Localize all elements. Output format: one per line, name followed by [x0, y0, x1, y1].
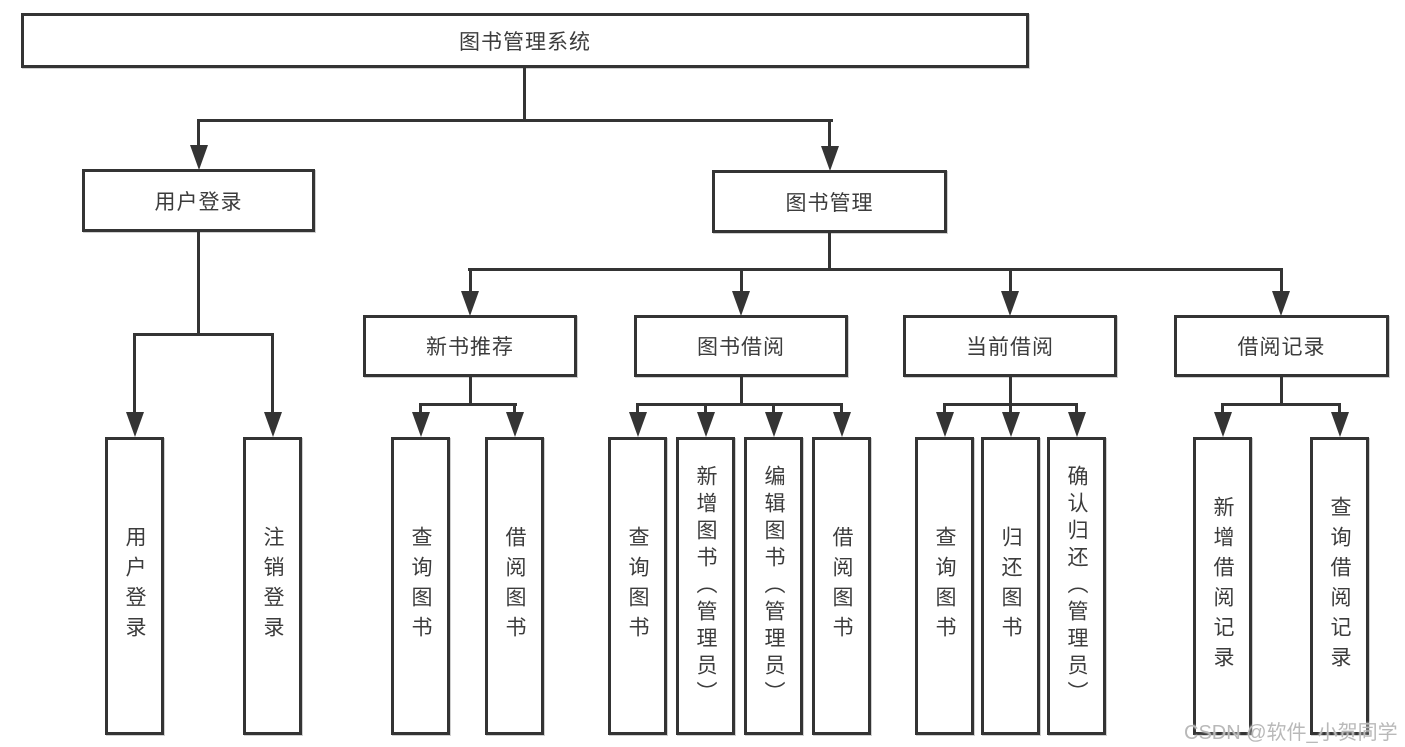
leaf-borrow-books: 借阅图书: [812, 437, 871, 735]
leaf-label: 用户登录: [123, 526, 146, 646]
connector-line: [1009, 377, 1012, 406]
connector-line: [1075, 405, 1078, 414]
leaf-borrow-books-recommend: 借阅图书: [485, 437, 544, 735]
connector-line: [419, 403, 517, 406]
leaf-label: 注销登录: [261, 526, 284, 646]
arrowhead-down-icon: [412, 412, 430, 437]
leaf-query-books-current: 查询图书: [915, 437, 974, 735]
connector-line: [133, 333, 274, 336]
leaf-user-login: 用户登录: [105, 437, 164, 735]
connector-line: [1221, 405, 1224, 414]
arrowhead-down-icon: [1272, 291, 1290, 316]
connector-line: [513, 405, 516, 414]
connector-line: [636, 405, 639, 414]
arrowhead-down-icon: [1001, 291, 1019, 316]
leaf-query-borrow-record: 查询借阅记录: [1310, 437, 1369, 735]
leaf-label: 确认归还（管理员）: [1065, 464, 1088, 708]
connector-line: [1009, 270, 1012, 293]
connector-line: [1009, 405, 1012, 414]
leaf-label: 新增借阅记录: [1211, 496, 1234, 676]
arrowhead-down-icon: [506, 412, 524, 437]
node-book-management: 图书管理: [712, 170, 947, 233]
connector-line: [468, 268, 1283, 271]
leaf-add-book-admin: 新增图书（管理员）: [676, 437, 735, 735]
connector-line: [943, 405, 946, 414]
connector-line: [133, 335, 136, 414]
leaf-query-books-borrow: 查询图书: [608, 437, 667, 735]
arrowhead-down-icon: [765, 412, 783, 437]
arrowhead-down-icon: [697, 412, 715, 437]
arrowhead-down-icon: [1214, 412, 1232, 437]
leaf-label: 查询借阅记录: [1328, 496, 1351, 676]
connector-line: [1280, 270, 1283, 293]
connector-line: [197, 121, 200, 148]
leaf-edit-book-admin: 编辑图书（管理员）: [744, 437, 803, 735]
node-borrow-records-label: 借阅记录: [1237, 336, 1326, 359]
node-book-borrow: 图书借阅: [634, 315, 848, 377]
leaf-query-books-recommend: 查询图书: [391, 437, 450, 735]
connector-line: [943, 403, 1078, 406]
connector-line: [1280, 377, 1283, 406]
arrowhead-down-icon: [821, 146, 839, 171]
leaf-label: 借阅图书: [830, 526, 853, 646]
leaf-label: 借阅图书: [503, 526, 526, 646]
leaf-label: 新增图书（管理员）: [694, 464, 717, 708]
arrowhead-down-icon: [1331, 412, 1349, 437]
node-current-borrow: 当前借阅: [903, 315, 1117, 377]
arrowhead-down-icon: [190, 145, 208, 170]
node-root-label: 图书管理系统: [459, 30, 591, 54]
connector-line: [1221, 403, 1341, 406]
watermark: CSDN @软件_小贺同学: [1184, 722, 1398, 744]
node-book-management-label: 图书管理: [785, 191, 874, 215]
arrowhead-down-icon: [1068, 412, 1086, 437]
node-borrow-records: 借阅记录: [1174, 315, 1389, 377]
connector-line: [469, 377, 472, 406]
leaf-add-borrow-record: 新增借阅记录: [1193, 437, 1252, 735]
arrowhead-down-icon: [461, 291, 479, 316]
leaf-label: 查询图书: [626, 526, 649, 646]
arrowhead-down-icon: [732, 291, 750, 316]
connector-line: [469, 270, 472, 293]
connector-line: [740, 377, 743, 406]
arrowhead-down-icon: [629, 412, 647, 437]
connector-line: [740, 270, 743, 293]
node-user-login: 用户登录: [82, 169, 315, 232]
leaf-logout: 注销登录: [243, 437, 302, 735]
arrowhead-down-icon: [1002, 412, 1020, 437]
arrowhead-down-icon: [833, 412, 851, 437]
connector-line: [197, 119, 833, 122]
node-book-borrow-label: 图书借阅: [697, 336, 785, 359]
node-new-book-recommend-label: 新书推荐: [426, 336, 514, 359]
connector-line: [197, 232, 200, 336]
connector-line: [828, 121, 831, 148]
leaf-label: 查询图书: [933, 526, 956, 646]
connector-line: [1338, 405, 1341, 414]
connector-line: [840, 405, 843, 414]
connector-line: [523, 68, 526, 121]
node-root: 图书管理系统: [21, 13, 1029, 68]
leaf-label: 查询图书: [409, 526, 432, 646]
connector-line: [772, 405, 775, 414]
leaf-confirm-return-admin: 确认归还（管理员）: [1047, 437, 1106, 735]
leaf-label: 归还图书: [999, 526, 1022, 646]
connector-line: [271, 335, 274, 414]
arrowhead-down-icon: [126, 412, 144, 437]
arrowhead-down-icon: [264, 412, 282, 437]
node-current-borrow-label: 当前借阅: [966, 336, 1054, 359]
connector-line: [419, 405, 422, 414]
connector-line: [704, 405, 707, 414]
node-user-login-label: 用户登录: [154, 190, 243, 214]
node-new-book-recommend: 新书推荐: [363, 315, 577, 377]
connector-line: [828, 233, 831, 271]
leaf-return-book: 归还图书: [981, 437, 1040, 735]
leaf-label: 编辑图书（管理员）: [762, 464, 785, 708]
connector-line: [636, 403, 843, 406]
arrowhead-down-icon: [936, 412, 954, 437]
